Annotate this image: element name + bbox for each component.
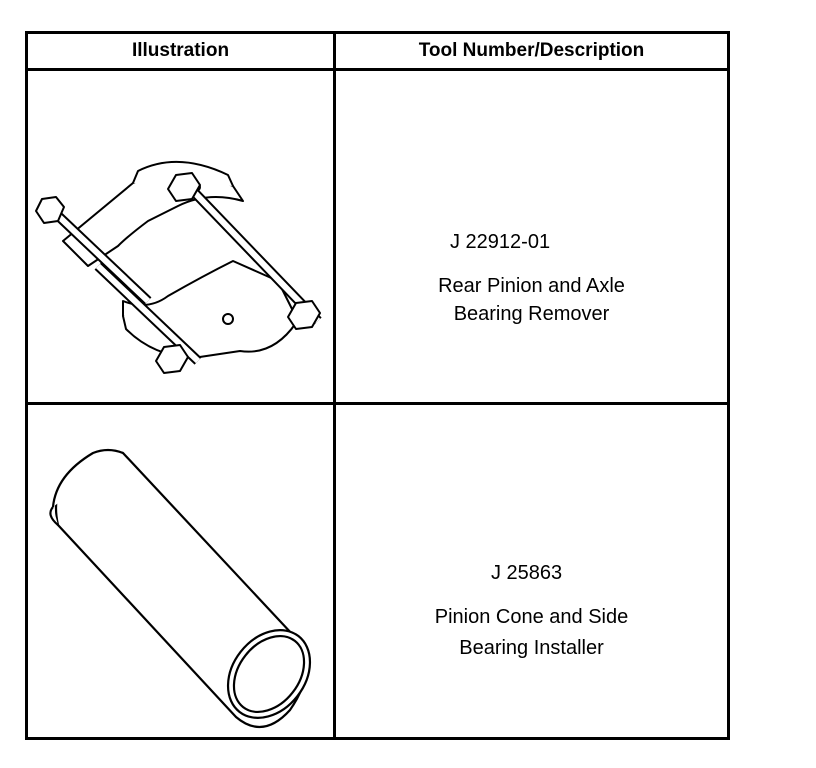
tool-description-line1: Pinion Cone and Side [434, 606, 629, 628]
tool-description-line2: Bearing Installer [459, 637, 604, 659]
tool-number: J 25863 [491, 562, 563, 584]
tool-number: J 22912-01 [450, 231, 551, 253]
header-tool-description: Tool Number/Description [418, 40, 645, 61]
table-header-divider [25, 68, 730, 71]
table-row: J 22912-01 Rear Pinion and Axle Bearing … [25, 71, 730, 402]
header-illustration: Illustration [131, 40, 230, 61]
table-border-right [727, 31, 730, 740]
tube-installer-icon [49, 448, 312, 729]
table-column-divider [333, 31, 336, 740]
table-border-bottom [25, 737, 730, 740]
bearing-separator-clamp-icon [35, 161, 322, 374]
tool-table: Illustration Tool Number/Description [25, 31, 730, 740]
table-row: J 25863 Pinion Cone and Side Bearing Ins… [25, 405, 730, 737]
tool-description-line1: Rear Pinion and Axle [438, 275, 625, 297]
table-border-left [25, 31, 28, 740]
table-row-divider [25, 402, 730, 405]
tool-description-line2: Bearing Remover [453, 303, 610, 325]
table-border-top [25, 31, 730, 34]
